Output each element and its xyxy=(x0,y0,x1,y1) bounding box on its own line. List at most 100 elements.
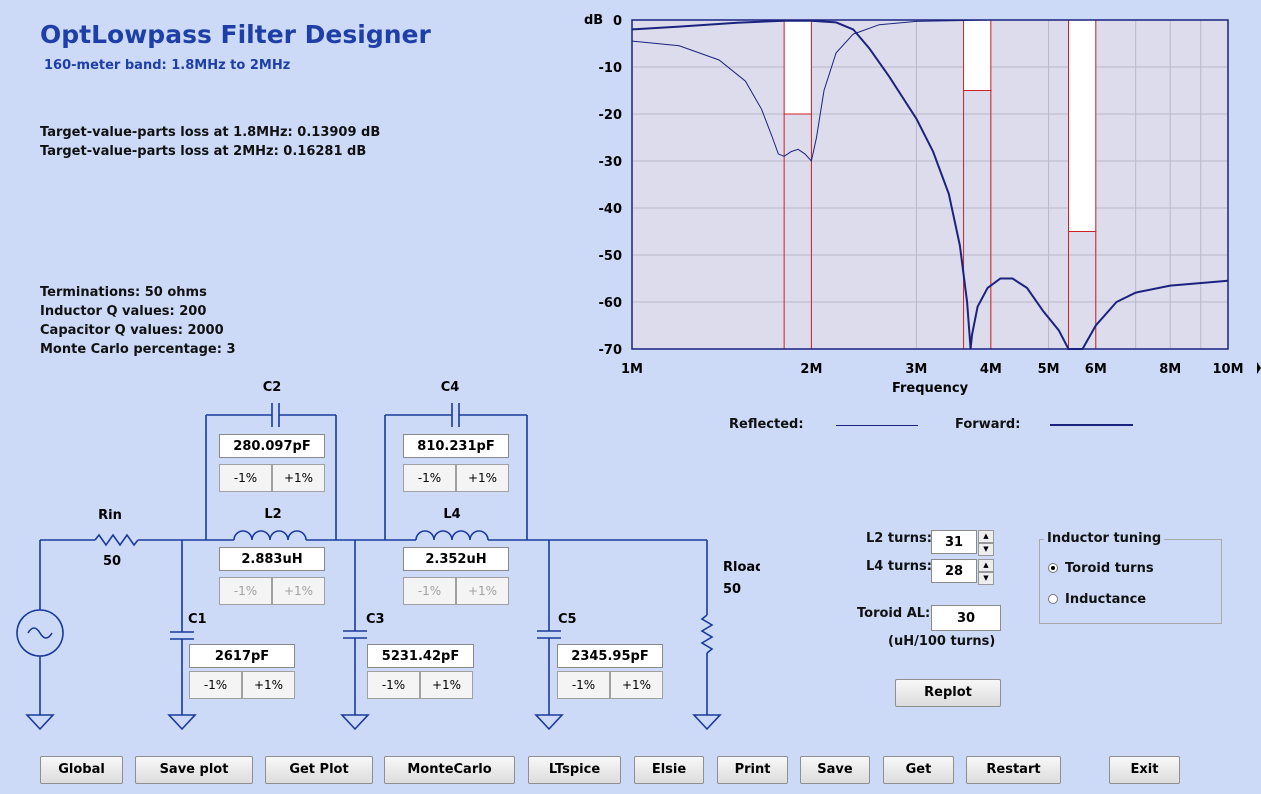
print-button[interactable]: Print xyxy=(717,756,788,784)
chart-masks xyxy=(783,19,1097,350)
ground-icon xyxy=(340,714,370,731)
c5-value-field[interactable]: 2345.95pF xyxy=(557,644,663,668)
toroid-al-unit: (uH/100 turns) xyxy=(888,634,996,649)
l4-turns-field[interactable]: 28 xyxy=(931,559,977,583)
l4-turns-down-button[interactable]: ▼ xyxy=(978,572,994,585)
x-tick-label: 10M xyxy=(1212,362,1243,377)
loss-line-2: Target-value-parts loss at 2MHz: 0.16281… xyxy=(40,144,367,159)
plot-border xyxy=(631,19,1229,350)
inductor-tuning-title: Inductor tuning xyxy=(1044,531,1165,546)
inductor-l2-icon xyxy=(233,530,307,541)
rload-value: 50 xyxy=(723,582,741,597)
c3-plus-button[interactable]: +1% xyxy=(420,671,473,699)
plot-area xyxy=(631,19,1229,350)
stopband-mask xyxy=(783,19,812,115)
y-tick-label: -70 xyxy=(599,343,623,358)
toroid-al-label: Toroid AL: xyxy=(857,606,931,621)
stopband-mask xyxy=(963,19,992,91)
radio-inductance-label[interactable]: Inductance xyxy=(1065,592,1147,607)
param-terminations: Terminations: 50 ohms xyxy=(40,285,207,300)
l2-value-field[interactable]: 2.883uH xyxy=(219,547,325,571)
c4-label: C4 xyxy=(441,380,460,395)
c3-label: C3 xyxy=(366,612,385,627)
l4-minus-button: -1% xyxy=(403,577,456,605)
c4-plus-button[interactable]: +1% xyxy=(456,464,509,492)
get-button[interactable]: Get xyxy=(883,756,954,784)
l2-turns-field[interactable]: 31 xyxy=(931,530,977,554)
chart-series xyxy=(631,19,1229,350)
l4-value-field[interactable]: 2.352uH xyxy=(403,547,509,571)
param-inductor-q: Inductor Q values: 200 xyxy=(40,304,207,319)
x-tick-label: 1M xyxy=(621,362,643,377)
x-tick-label: 5M xyxy=(1038,362,1060,377)
save-plot-button[interactable]: Save plot xyxy=(135,756,253,784)
c4-value-field[interactable]: 810.231pF xyxy=(403,434,509,458)
x-tick-label: 2M xyxy=(800,362,822,377)
param-monte-carlo: Monte Carlo percentage: 3 xyxy=(40,342,236,357)
c1-minus-button[interactable]: -1% xyxy=(189,671,242,699)
legend-forward-label: Forward: xyxy=(955,417,1021,432)
inductor-tuning-group xyxy=(1039,539,1222,624)
inductor-l4-icon xyxy=(415,530,489,541)
stopband-mask xyxy=(1068,19,1097,232)
x-axis-label: Frequency xyxy=(892,381,969,396)
ground-icon xyxy=(167,714,197,731)
c1-value-field[interactable]: 2617pF xyxy=(189,644,295,668)
l4-turns-label: L4 turns: xyxy=(866,559,932,574)
loss-line-1: Target-value-parts loss at 1.8MHz: 0.139… xyxy=(40,125,381,140)
c3-value-field[interactable]: 5231.42pF xyxy=(367,644,474,668)
c2-label: C2 xyxy=(263,380,282,395)
x-tick-label: 3M xyxy=(905,362,927,377)
y-tick-label: -30 xyxy=(599,155,623,170)
x-tick-label: 4M xyxy=(980,362,1002,377)
l4-plus-button: +1% xyxy=(456,577,509,605)
c4-minus-button[interactable]: -1% xyxy=(403,464,456,492)
scroll-arrow-icon xyxy=(1257,362,1261,374)
rin-label: Rin xyxy=(98,508,122,523)
ground-icon xyxy=(25,714,55,731)
x-tick-label: 8M xyxy=(1159,362,1181,377)
legend-forward-line xyxy=(1050,424,1133,426)
elsie-button[interactable]: Elsie xyxy=(634,756,704,784)
filter-schematic: Rin 50 C2 C4 L2 L4 C1 C3 C5 Rload 50 xyxy=(16,380,760,731)
legend-reflected-line xyxy=(836,425,918,426)
restart-button[interactable]: Restart xyxy=(966,756,1061,784)
l2-turns-up-button[interactable]: ▲ xyxy=(978,530,994,543)
toroid-al-field[interactable]: 30 xyxy=(931,605,1001,631)
app-title: OptLowpass Filter Designer xyxy=(40,20,431,49)
ltspice-button[interactable]: LTspice xyxy=(528,756,621,784)
c3-minus-button[interactable]: -1% xyxy=(367,671,420,699)
y-tick-label: -40 xyxy=(599,202,623,217)
global-button[interactable]: Global xyxy=(40,756,123,784)
c2-plus-button[interactable]: +1% xyxy=(272,464,325,492)
radio-inductance[interactable] xyxy=(1048,594,1058,604)
l2-plus-button: +1% xyxy=(272,577,325,605)
c1-label: C1 xyxy=(188,612,207,627)
legend-reflected-label: Reflected: xyxy=(729,417,804,432)
l4-turns-up-button[interactable]: ▲ xyxy=(978,559,994,572)
y-tick-labels: 0-10-20-30-40-50-60-70 xyxy=(599,14,623,358)
band-subtitle: 160-meter band: 1.8MHz to 2MHz xyxy=(44,58,291,73)
l2-turns-label: L2 turns: xyxy=(866,531,932,546)
resistor-rin-icon xyxy=(94,533,139,547)
radio-toroid-turns-label[interactable]: Toroid turns xyxy=(1065,561,1154,576)
c2-value-field[interactable]: 280.097pF xyxy=(219,434,325,458)
montecarlo-button[interactable]: MonteCarlo xyxy=(384,756,515,784)
radio-toroid-turns[interactable] xyxy=(1048,563,1058,573)
c1-plus-button[interactable]: +1% xyxy=(242,671,295,699)
l2-turns-down-button[interactable]: ▼ xyxy=(978,543,994,556)
y-tick-label: -20 xyxy=(599,108,623,123)
exit-button[interactable]: Exit xyxy=(1109,756,1180,784)
c5-label: C5 xyxy=(558,612,577,627)
replot-button[interactable]: Replot xyxy=(895,679,1001,707)
param-capacitor-q: Capacitor Q values: 2000 xyxy=(40,323,224,338)
c2-minus-button[interactable]: -1% xyxy=(219,464,272,492)
y-axis-label: dB xyxy=(584,13,603,28)
c5-minus-button[interactable]: -1% xyxy=(557,671,610,699)
save-button[interactable]: Save xyxy=(800,756,870,784)
get-plot-button[interactable]: Get Plot xyxy=(265,756,373,784)
y-tick-label: -50 xyxy=(599,249,623,264)
c5-plus-button[interactable]: +1% xyxy=(610,671,663,699)
